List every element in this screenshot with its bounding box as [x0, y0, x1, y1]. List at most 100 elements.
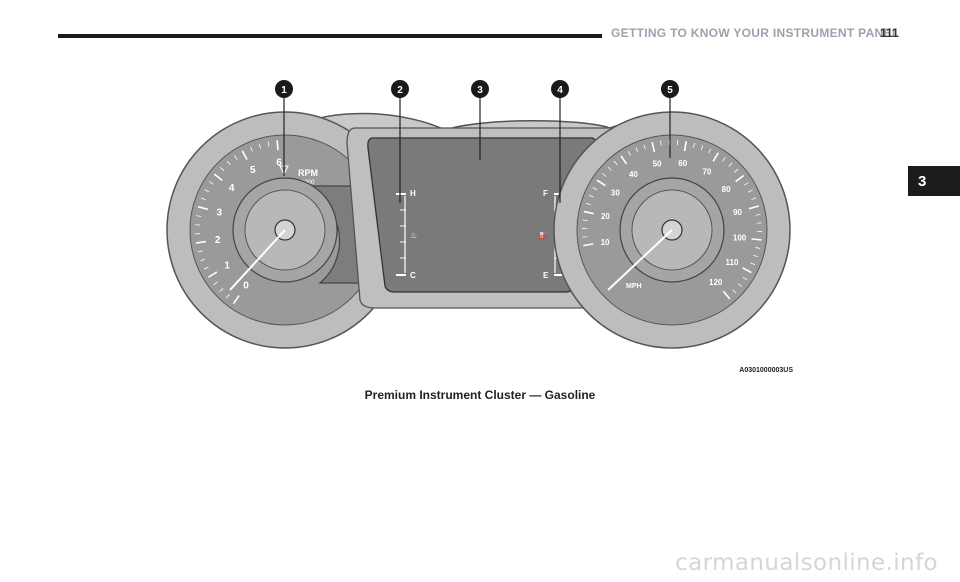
speed-tick: [753, 254, 759, 258]
svg-text:3: 3: [477, 85, 483, 96]
tach-tick: [267, 141, 270, 147]
tach-tick: [196, 215, 202, 217]
page-number: 111: [880, 26, 899, 40]
temperature-gauge: [396, 193, 406, 276]
svg-text:1: 1: [281, 85, 287, 96]
speed-tick: [751, 197, 757, 201]
tach-label: 1: [224, 261, 230, 272]
speed-tick: [582, 219, 588, 221]
tachometer-needle: [229, 229, 286, 291]
svg-text:4: 4: [557, 85, 563, 96]
tach-tick: [213, 281, 218, 286]
speed-label: 120: [709, 278, 723, 287]
speed-tick: [585, 202, 591, 206]
tach-tick: [225, 294, 230, 299]
speed-label: 30: [611, 188, 620, 197]
tach-tick: [241, 150, 248, 160]
watermark: carmanualsonline.info: [675, 550, 938, 576]
temp-high-label: H: [410, 189, 416, 198]
speedometer-unit: MPH: [626, 283, 642, 290]
speed-tick: [722, 290, 731, 300]
speed-tick: [643, 144, 646, 150]
fuel-pump-icon: ⛽: [538, 230, 548, 240]
speed-tick: [750, 262, 756, 266]
tach-label: 3: [217, 207, 223, 218]
tach-tick: [208, 181, 214, 185]
tach-tick: [276, 140, 279, 151]
svg-text:5: 5: [667, 85, 673, 96]
speed-label: 60: [678, 159, 687, 168]
header-rule: [58, 34, 602, 38]
speed-tick: [728, 162, 733, 167]
tach-tick: [200, 197, 206, 201]
speedometer-needle: [607, 229, 673, 291]
tach-tick: [197, 250, 203, 253]
speed-tick: [588, 194, 594, 198]
fuel-empty-label: E: [543, 271, 549, 280]
speed-tick: [732, 289, 737, 294]
tach-label: 0: [243, 281, 249, 292]
tach-tick: [232, 295, 240, 305]
figure-code: A0301000003US: [739, 367, 793, 374]
coolant-icon: ♨: [410, 231, 417, 240]
callout-4: 4: [551, 80, 569, 98]
speed-label: 110: [725, 258, 738, 267]
tach-tick: [195, 240, 206, 244]
callout-3: 3: [471, 80, 489, 98]
speed-tick: [735, 174, 745, 183]
tach-label: 2: [215, 235, 221, 246]
callout-1: 1: [275, 80, 293, 98]
speed-label: 80: [722, 185, 731, 194]
speed-tick: [583, 210, 594, 215]
tach-tick: [258, 143, 262, 149]
speed-tick: [708, 148, 712, 154]
tach-tick: [234, 155, 238, 160]
tach-tick: [204, 189, 210, 193]
speed-tick: [748, 205, 759, 210]
speed-tick: [660, 140, 662, 146]
svg-text:2: 2: [397, 85, 403, 96]
speed-tick: [683, 141, 688, 152]
speed-tick: [651, 142, 656, 153]
speed-label: 20: [601, 212, 610, 221]
speed-tick: [712, 152, 719, 162]
speed-tick: [620, 155, 628, 165]
speed-tick: [613, 160, 618, 166]
speedometer-tick-marks: [582, 140, 762, 300]
chapter-tab[interactable]: 3: [908, 166, 960, 196]
temp-low-label: C: [410, 271, 416, 280]
speed-tick: [755, 247, 761, 249]
tachometer-tick-marks: [195, 140, 279, 305]
speed-label: 70: [702, 168, 711, 177]
tach-tick: [226, 160, 231, 166]
tach-tick: [197, 205, 208, 211]
tach-tick: [213, 173, 223, 182]
speed-label: 10: [601, 238, 610, 247]
speed-tick: [737, 283, 743, 288]
header-title: GETTING TO KNOW YOUR INSTRUMENT PANEL: [611, 26, 900, 40]
tach-tick: [250, 146, 253, 152]
speed-tick: [607, 166, 612, 171]
tach-label: 5: [250, 165, 256, 176]
speed-label: 50: [653, 160, 662, 169]
speed-tick: [744, 182, 749, 186]
figure-caption: Premium Instrument Cluster — Gasoline: [364, 388, 596, 402]
speed-tick: [751, 238, 762, 241]
callout-5: 5: [661, 80, 679, 98]
tach-tick: [219, 288, 224, 293]
speed-tick: [722, 157, 726, 162]
callout-2: 2: [391, 80, 409, 98]
tach-tick: [207, 271, 218, 278]
speed-tick: [627, 151, 632, 156]
tach-tick: [200, 258, 206, 262]
tach-tick: [220, 167, 225, 172]
speed-tick: [747, 189, 753, 193]
speed-tick: [755, 213, 761, 216]
tach-label: 6: [276, 157, 282, 168]
speed-label: 100: [733, 234, 747, 243]
speed-label: 40: [629, 170, 638, 179]
speed-tick: [742, 267, 752, 274]
